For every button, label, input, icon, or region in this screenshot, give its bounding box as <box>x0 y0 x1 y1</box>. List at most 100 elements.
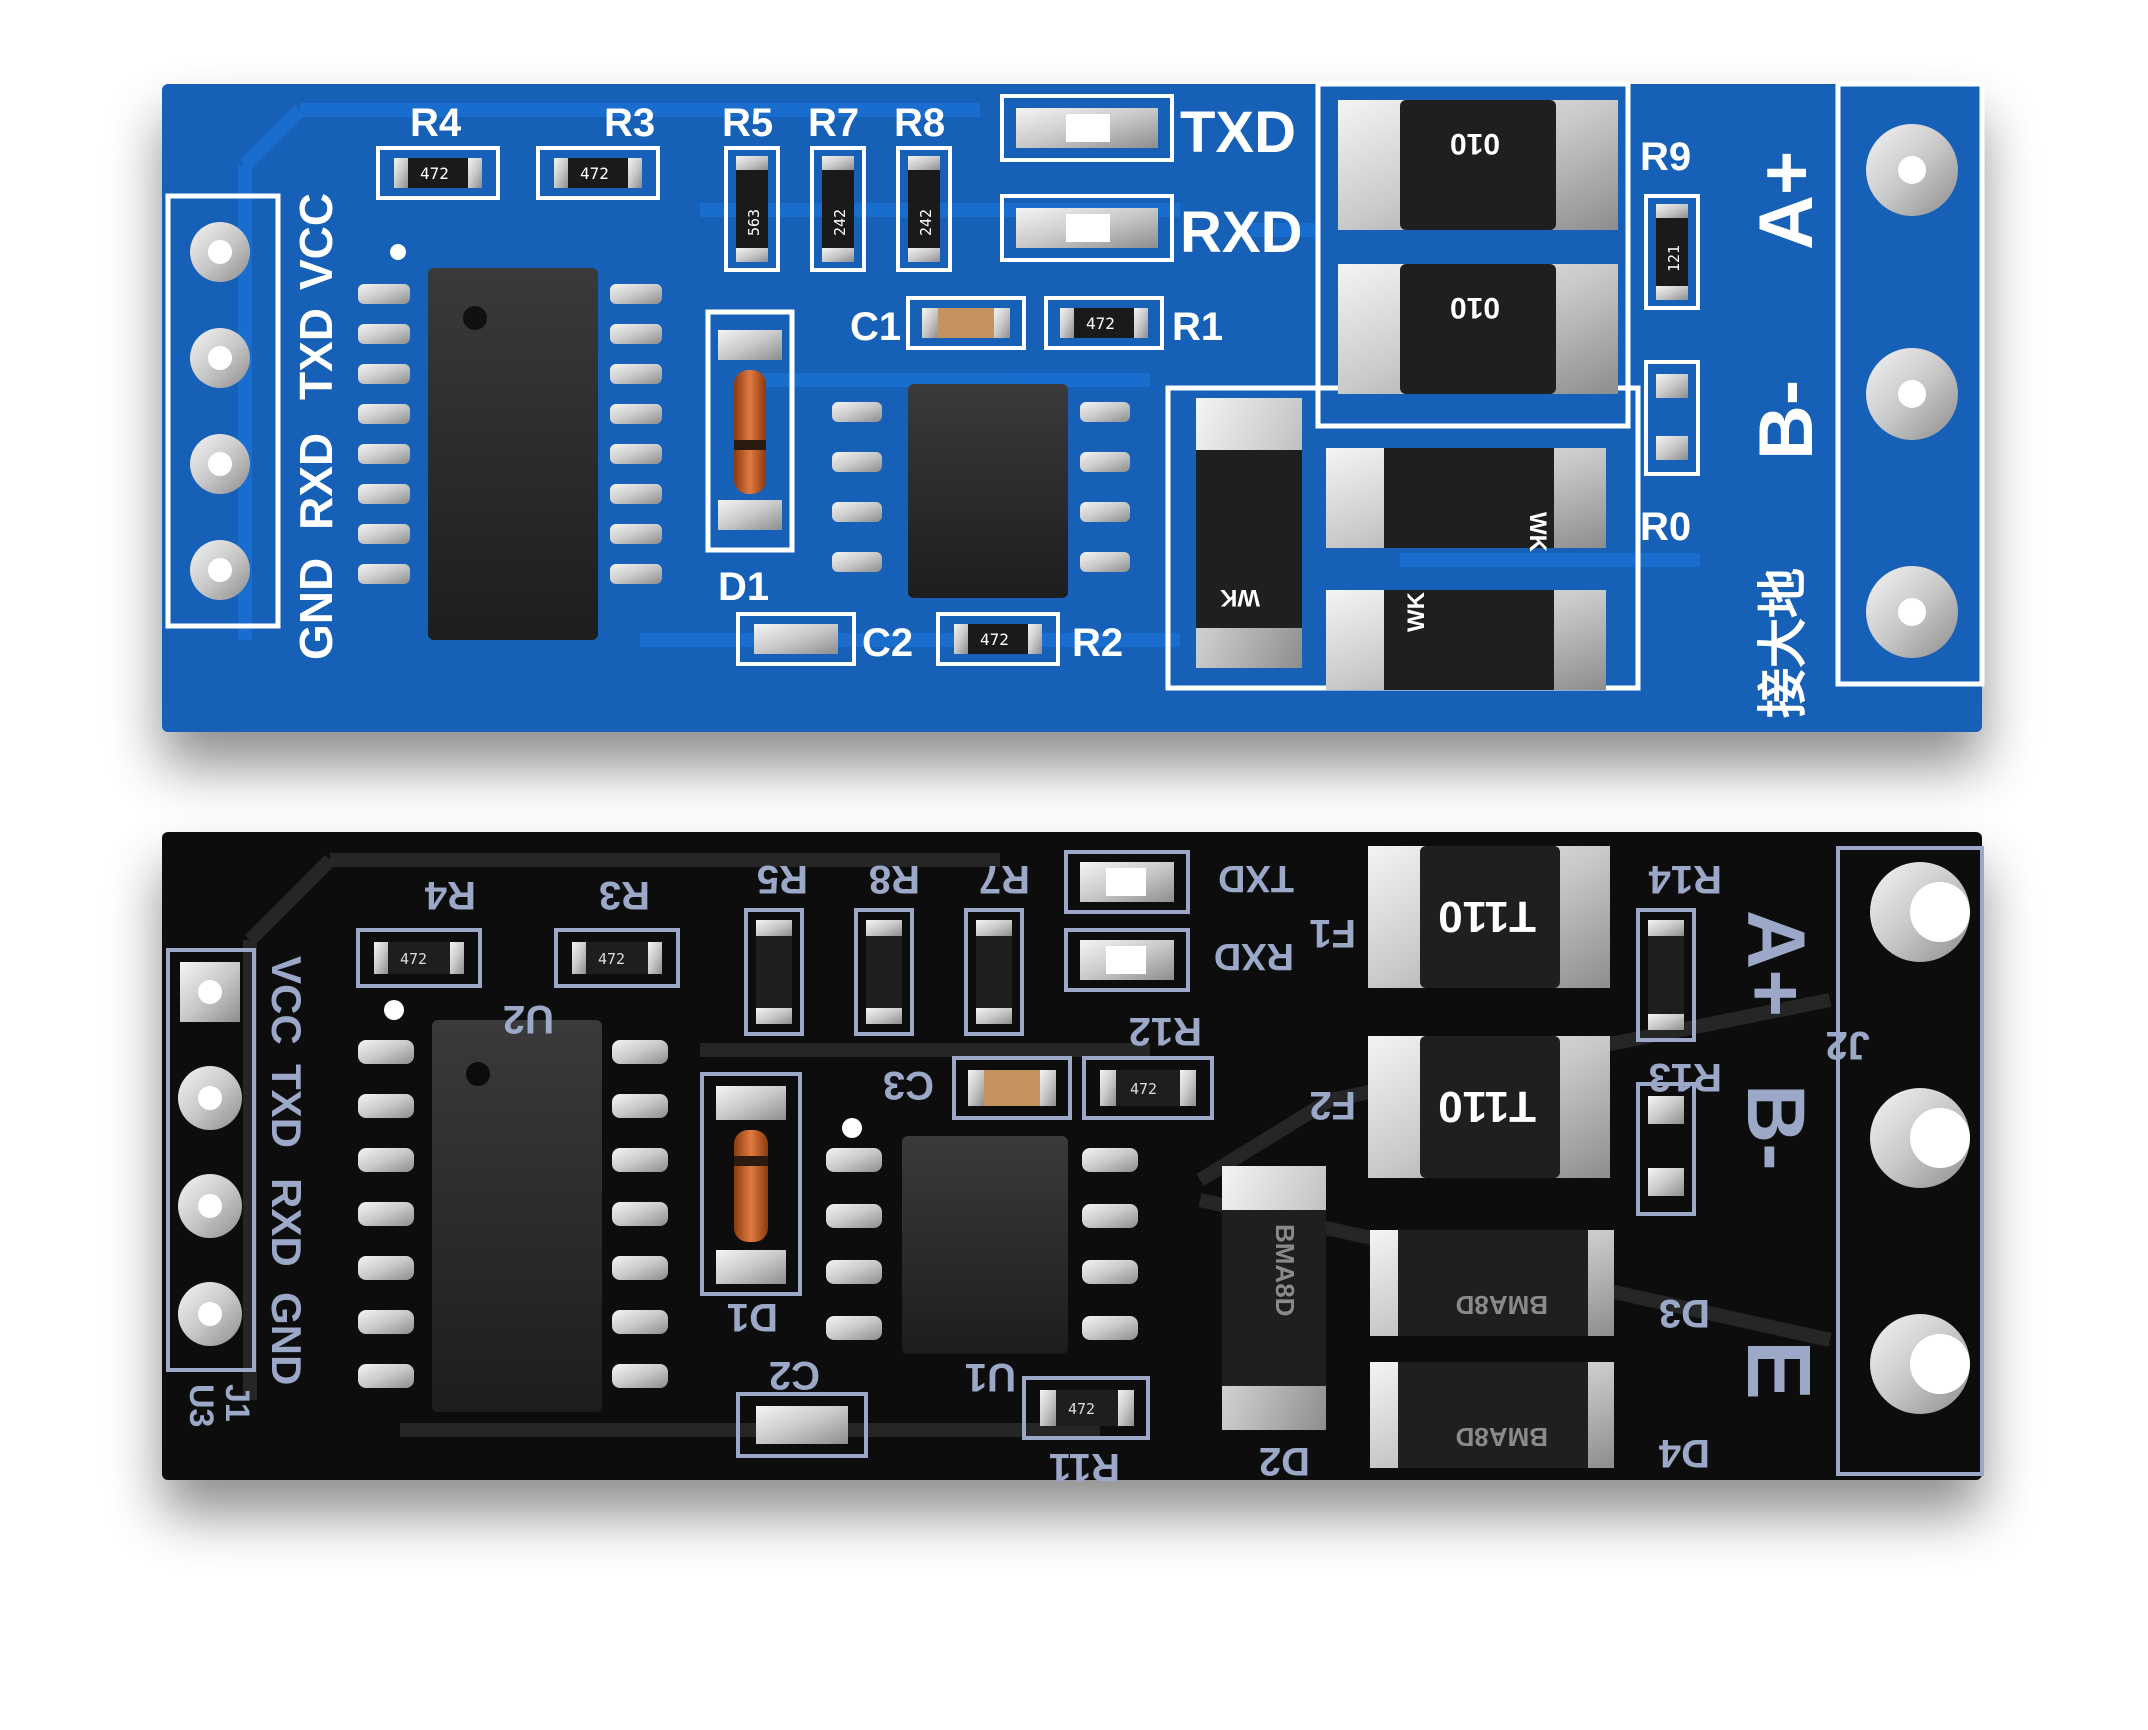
black-label-r7: R7 <box>979 857 1030 901</box>
blue-pin-label-rxd: RXD <box>290 433 342 530</box>
blue-label-r1: R1 <box>1172 305 1223 349</box>
black-ic-soic8 <box>826 1118 1138 1354</box>
blue-label-r8: R8 <box>894 101 945 145</box>
r3-code: 472 <box>580 164 609 183</box>
black-ic-soic16 <box>358 1000 668 1412</box>
black-label-r8: R8 <box>869 857 920 901</box>
resistor-r13 <box>1636 1082 1696 1216</box>
resistor-r4: 472 <box>356 928 482 988</box>
black-capacitors <box>736 1056 1072 1458</box>
black-pin-label-txd: TXD <box>263 1064 310 1148</box>
blue-terminal <box>1866 124 1958 658</box>
resistor-r14 <box>1636 908 1696 1042</box>
black-label-r11: R11 <box>1049 1445 1120 1489</box>
resistor-r2: 472 <box>936 612 1060 666</box>
resistor-r3: 472 <box>554 928 680 988</box>
pin1-dot <box>390 244 406 260</box>
r4-code: 472 <box>400 950 427 968</box>
blue-pin-label-gnd: GND <box>290 558 342 660</box>
black-label-f1: F1 <box>1309 911 1356 955</box>
blue-label-c2: C2 <box>862 621 913 665</box>
resistor-r5 <box>744 908 804 1036</box>
black-label-d1: D1 <box>727 1295 778 1339</box>
resistor-r9: 121 <box>1644 194 1700 310</box>
resistor-r3: 472 <box>536 146 660 200</box>
black-pin-label-vcc: VCC <box>263 956 310 1045</box>
blue-board: VCC TXD RXD GND <box>162 81 1985 732</box>
resistor-r11: 472 <box>1022 1376 1150 1440</box>
blue-label-b-minus: B- <box>1744 380 1829 460</box>
blue-label-r9: R9 <box>1640 135 1691 179</box>
r9-code: 121 <box>1665 245 1683 272</box>
blue-label-a-plus: A+ <box>1744 151 1829 250</box>
r1-code: 472 <box>1086 314 1115 333</box>
black-resistors: 472 472 <box>356 908 1696 1440</box>
blue-diode-d1 <box>718 330 782 530</box>
black-label-f2: F2 <box>1309 1083 1356 1127</box>
resistor-r8: 242 <box>896 146 952 272</box>
pin1-dot <box>842 1118 862 1138</box>
resistor-r7: 242 <box>810 146 866 272</box>
resistor-r5: 563 <box>724 146 780 272</box>
black-label-rxd-led: RXD <box>1214 935 1294 977</box>
resistor-r8 <box>854 908 914 1036</box>
black-board-silk-outlines <box>166 846 1984 1476</box>
black-terminal <box>1870 862 1970 1414</box>
blue-label-r0: R0 <box>1640 505 1691 549</box>
black-label-j1: J1 <box>218 1384 256 1422</box>
black-pin-label-gnd: GND <box>263 1292 310 1385</box>
black-label-b-minus: B- <box>1730 1084 1821 1171</box>
black-label-r5: R5 <box>757 857 808 901</box>
blue-label-d1: D1 <box>718 565 769 609</box>
resistor-r4: 472 <box>376 146 500 200</box>
blue-label-r2: R2 <box>1072 621 1123 665</box>
pin1-dot <box>384 1000 404 1020</box>
black-label-a-plus: A+ <box>1730 910 1821 1017</box>
blue-label-rxd-led: RXD <box>1180 200 1302 265</box>
black-label-d2: D2 <box>1259 1439 1310 1483</box>
black-tvs-marking-3: BMA8D <box>1456 1422 1548 1452</box>
resistor-r12: 472 <box>1082 1056 1214 1120</box>
blue-fuse-marking-1: 010 <box>1450 127 1500 160</box>
black-label-d4: D4 <box>1658 1431 1710 1475</box>
blue-ic-soic8 <box>832 384 1130 598</box>
blue-ic-soic16 <box>358 244 662 640</box>
black-diode-d1 <box>716 1086 786 1284</box>
blue-tvs: WK WK WK <box>1196 398 1606 690</box>
black-tvs-marking-1: BMA8D <box>1270 1224 1300 1316</box>
r12-code: 472 <box>1130 1080 1157 1098</box>
r5-code: 563 <box>745 209 763 236</box>
blue-label-r5: R5 <box>722 101 773 145</box>
r4-code: 472 <box>420 164 449 183</box>
black-label-r4: R4 <box>424 873 476 917</box>
black-label-j2: J2 <box>1826 1023 1871 1067</box>
black-header <box>178 962 242 1346</box>
black-label-u3: U3 <box>182 1384 220 1427</box>
black-pin-label-rxd: RXD <box>263 1178 310 1267</box>
blue-fuse-marking-2: 010 <box>1450 291 1500 324</box>
black-tvs: BMA8D BMA8D BMA8D <box>1222 1166 1614 1468</box>
blue-tvs-marking-1: WK <box>1219 584 1260 611</box>
black-fuse-marking-2: T110 <box>1438 1082 1536 1131</box>
r11-code: 472 <box>1068 1400 1095 1418</box>
blue-tvs-marking-2: WK <box>1524 512 1551 553</box>
resistor-r0 <box>1644 360 1700 476</box>
blue-label-txd-led: TXD <box>1180 100 1296 165</box>
black-label-r3: R3 <box>599 873 650 917</box>
blue-capacitors <box>736 296 1026 666</box>
resistor-r7 <box>964 908 1024 1036</box>
resistor-r1: 472 <box>1044 296 1164 350</box>
blue-label-r7: R7 <box>808 101 859 145</box>
blue-resistors: 472 472 563 242 <box>376 146 1700 666</box>
blue-tvs-marking-3: WK <box>1403 591 1430 632</box>
black-label-e: E <box>1728 1340 1828 1400</box>
black-tvs-marking-2: BMA8D <box>1456 1290 1548 1320</box>
black-fuse-marking-1: T110 <box>1438 892 1536 941</box>
black-label-c2: C2 <box>769 1353 820 1397</box>
blue-label-r4: R4 <box>410 101 462 145</box>
black-label-u2: U2 <box>503 997 554 1041</box>
blue-label-earth: 接大地 <box>1755 568 1811 718</box>
blue-label-c1: C1 <box>850 305 901 349</box>
black-label-txd-led: TXD <box>1218 857 1294 899</box>
